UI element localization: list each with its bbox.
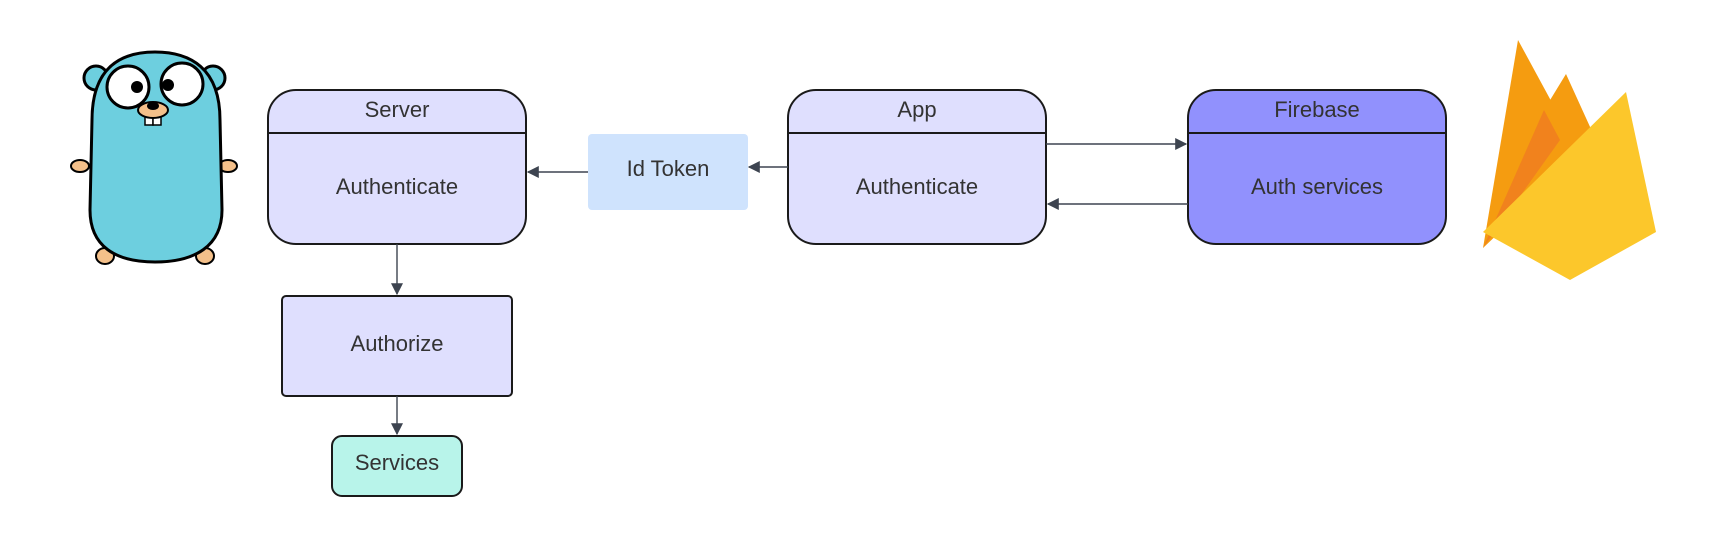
go-gopher-icon xyxy=(70,42,238,278)
services-label: Services xyxy=(355,450,439,475)
server-node: Server Authenticate xyxy=(267,89,527,245)
services-node: Services xyxy=(331,435,463,497)
firebase-body-label: Auth services xyxy=(1251,174,1383,199)
firebase-title: Firebase xyxy=(1274,97,1360,122)
id-token-label: Id Token xyxy=(627,156,710,181)
server-title: Server xyxy=(365,97,430,122)
app-node: App Authenticate xyxy=(787,89,1047,245)
firebase-flame-icon xyxy=(1483,40,1656,280)
id-token-node: Id Token xyxy=(588,134,748,210)
app-title: App xyxy=(897,97,936,122)
authorize-label: Authorize xyxy=(351,331,444,356)
app-body-label: Authenticate xyxy=(856,174,978,199)
authorize-node: Authorize xyxy=(281,295,513,397)
firebase-node: Firebase Auth services xyxy=(1187,89,1447,245)
server-body-label: Authenticate xyxy=(336,174,458,199)
